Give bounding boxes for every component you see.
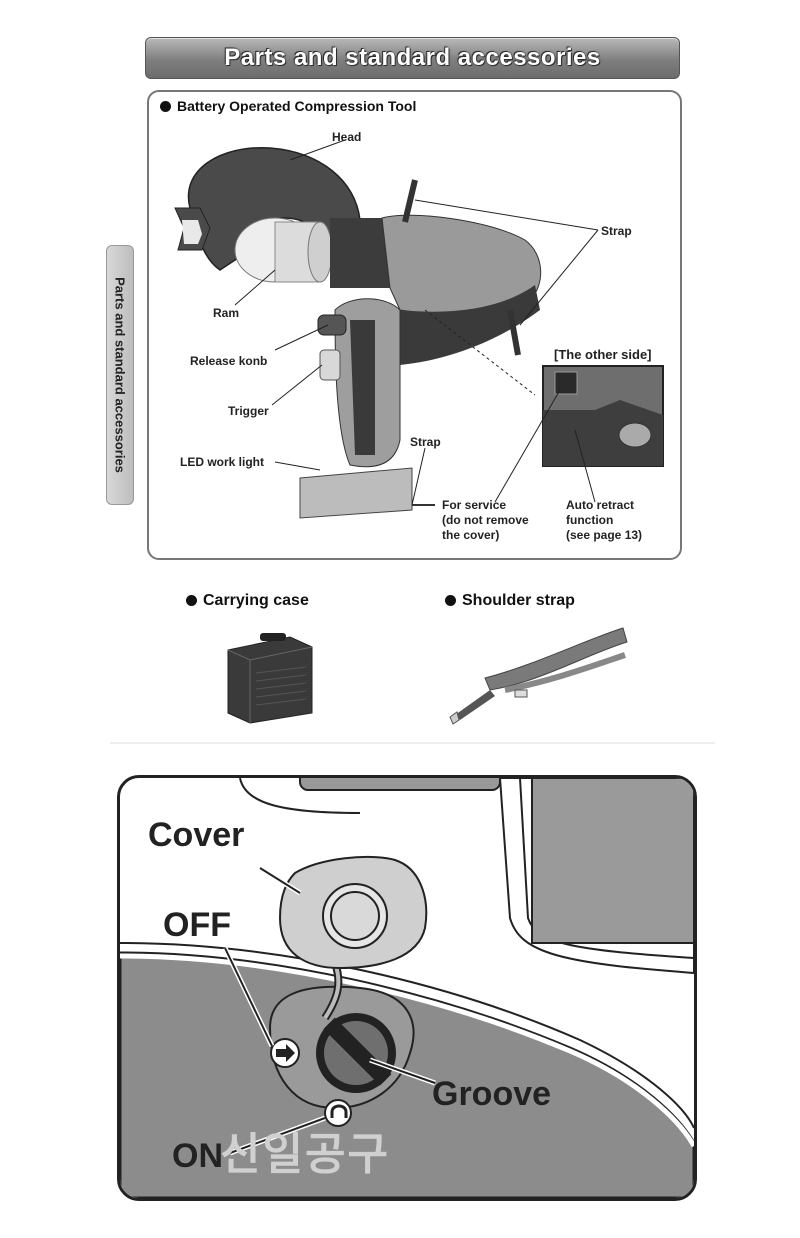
retract-line-3: (see page 13) bbox=[566, 528, 643, 542]
label-off: OFF bbox=[163, 906, 231, 944]
cover-switch-illustration bbox=[120, 778, 694, 1198]
bullet-icon bbox=[160, 101, 171, 112]
callout-release-knob: Release konb bbox=[190, 354, 268, 368]
retract-line-2: function bbox=[566, 513, 614, 527]
cover-diagram-panel bbox=[117, 775, 697, 1201]
callout-strap-top: Strap bbox=[601, 224, 632, 238]
label-groove: Groove bbox=[432, 1075, 552, 1113]
watermark-text: 신일공구 bbox=[220, 1129, 390, 1180]
compression-tool-illustration bbox=[174, 139, 664, 519]
shoulder-strap-image bbox=[449, 627, 628, 725]
callout-strap-bottom: Strap bbox=[410, 435, 441, 449]
carrying-case-image bbox=[227, 633, 313, 724]
label-on: ON bbox=[172, 1137, 223, 1175]
shoulder-strap-label: Shoulder strap bbox=[462, 592, 575, 609]
shoulder-strap-heading: Shoulder strap bbox=[445, 592, 575, 610]
section-title: Parts and standard accessories bbox=[224, 44, 601, 71]
callout-head: Head bbox=[332, 130, 362, 144]
divider bbox=[110, 742, 715, 744]
side-tab[interactable]: Parts and standard accessories bbox=[106, 245, 134, 505]
callout-other-side: [The other side] bbox=[554, 347, 652, 362]
callout-ram: Ram bbox=[213, 306, 240, 320]
tool-panel-title: Battery Operated Compression Tool bbox=[177, 98, 417, 114]
carrying-case-label: Carrying case bbox=[203, 592, 309, 609]
callout-led-work-light: LED work light bbox=[180, 455, 264, 469]
side-tab-label: Parts and standard accessories bbox=[112, 277, 128, 473]
bullet-icon bbox=[186, 595, 197, 606]
service-line-2: (do not remove bbox=[442, 513, 529, 527]
callout-trigger: Trigger bbox=[228, 404, 269, 418]
service-line-1: For service bbox=[442, 498, 507, 512]
service-line-3: the cover) bbox=[442, 528, 500, 542]
callout-auto-retract: Auto retract function (see page 13) bbox=[566, 498, 642, 543]
carrying-case-heading: Carrying case bbox=[186, 592, 309, 610]
tool-panel-heading: Battery Operated Compression Tool bbox=[160, 98, 416, 114]
label-cover: Cover bbox=[148, 816, 245, 854]
callout-for-service: For service (do not remove the cover) bbox=[442, 498, 529, 543]
section-banner: Parts and standard accessories bbox=[145, 37, 680, 79]
retract-line-1: Auto retract bbox=[566, 498, 635, 512]
bullet-icon bbox=[445, 595, 456, 606]
